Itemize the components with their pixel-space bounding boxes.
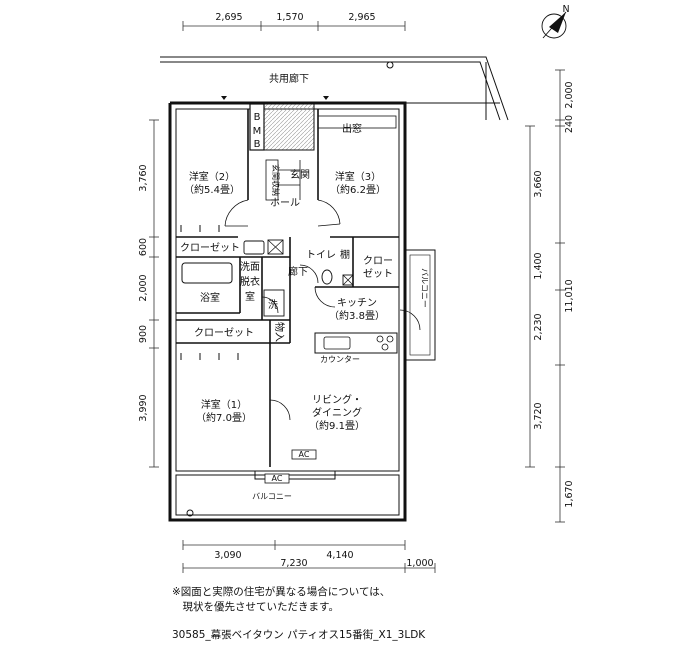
right-dimension-lines <box>525 69 565 523</box>
bmb-letter-2: M <box>253 126 262 137</box>
outer-walls <box>168 101 407 522</box>
kitchen-size: （約3.8畳） <box>329 309 385 322</box>
right-dim-7: 1,670 <box>564 480 575 507</box>
stove-icon <box>376 335 394 351</box>
closet-right-label-2: ゼット <box>363 268 393 280</box>
toilet-label: トイレ <box>306 250 336 261</box>
entrance-label: 玄関 <box>290 168 310 181</box>
western3-size: （約6.2畳） <box>330 183 386 196</box>
right-dim-6: 3,720 <box>533 402 544 429</box>
closet-left-label: クローゼット <box>180 242 240 254</box>
western3-name: 洋室（3） <box>335 170 381 183</box>
western1-name: 洋室（1） <box>201 398 247 411</box>
storage-label: 物入 <box>273 322 286 342</box>
hall-label: ホール <box>270 197 300 209</box>
utility-box-2 <box>342 274 354 286</box>
disclaimer-line-2: 現状を優先させていただきます。 <box>172 601 339 613</box>
door-swings <box>224 199 421 421</box>
living-size: （約9.1畳） <box>309 419 365 432</box>
main-balcony-label: バルコニー <box>252 492 292 501</box>
bathtub <box>181 262 233 284</box>
bottom-dim-extra: 1,000 <box>406 558 433 569</box>
washing-machine <box>263 289 285 317</box>
shelf-label: 棚 <box>340 248 350 261</box>
compass-icon <box>541 11 567 39</box>
bottom-dim-2: 4,140 <box>326 550 353 561</box>
bottom-dim-1: 3,090 <box>214 550 241 561</box>
wash-basin <box>243 240 265 255</box>
top-dimension-line <box>182 21 406 31</box>
footer-caption: 30585_幕張ベイタウン パティオス15番街_X1_3LDK <box>172 629 426 641</box>
western2-name: 洋室（2） <box>189 170 235 183</box>
wash-label: 洗 <box>268 299 278 311</box>
washroom-label-3: 室 <box>245 290 255 303</box>
western1-size: （約7.0畳） <box>196 411 252 424</box>
left-dimension-line <box>149 119 159 468</box>
side-balcony <box>404 249 436 361</box>
top-dim-1: 2,695 <box>215 12 242 23</box>
top-dim-3: 2,965 <box>348 12 375 23</box>
left-dim-5: 3,990 <box>138 394 149 421</box>
bottom-dim-total: 7,230 <box>280 558 307 569</box>
ac-unit-2 <box>264 473 290 484</box>
kitchen-sink <box>323 336 351 350</box>
top-dim-2: 1,570 <box>276 12 303 23</box>
counter-label: カウンター <box>320 355 360 364</box>
ac-label-1: AC <box>299 450 310 459</box>
closet-lower-label: クローゼット <box>194 327 254 339</box>
left-dim-3: 2,000 <box>138 274 149 301</box>
utility-box-1 <box>267 239 284 255</box>
living-label-1: リビング・ <box>312 393 362 406</box>
bmb-box <box>249 103 265 151</box>
entrance-storage-label: 玄関収納 <box>271 164 281 196</box>
pipe-shaft <box>263 103 315 151</box>
bathroom-label: 浴室 <box>200 291 220 304</box>
right-dim-4: 1,400 <box>533 252 544 279</box>
disclaimer-line-1: ※図面と実際の住宅が異なる場合については、 <box>172 586 391 598</box>
washroom-label-2: 脱衣 <box>240 275 260 288</box>
corridor-label: 廊下 <box>288 265 308 278</box>
side-balcony-label: バルコニー <box>420 268 429 308</box>
left-dim-2: 600 <box>138 238 149 256</box>
dashed-markers <box>180 225 239 360</box>
interior-walls <box>176 109 399 467</box>
shared-corridor <box>160 56 509 121</box>
shared-corridor-label: 共用廊下 <box>269 72 309 85</box>
bay-window-label: 出窓 <box>342 122 362 135</box>
right-dim-total: 11,010 <box>564 279 575 312</box>
toilet-bowl <box>321 269 333 285</box>
window-markers <box>221 96 329 100</box>
bmb-letter-3: B <box>254 139 261 150</box>
closet-right-label-1: クロー <box>363 255 393 267</box>
washroom-label-1: 洗面 <box>240 261 260 273</box>
ac-unit-1 <box>291 449 317 460</box>
right-dim-5: 2,230 <box>533 313 544 340</box>
western2-size: （約5.4畳） <box>184 183 240 196</box>
right-dim-2: 240 <box>564 115 575 133</box>
bottom-dimension-lines <box>182 540 436 573</box>
ac-label-2: AC <box>272 474 283 483</box>
compass-north-label: N <box>562 4 569 15</box>
left-dim-4: 900 <box>138 325 149 343</box>
right-dim-3: 3,660 <box>533 170 544 197</box>
bmb-letter-1: B <box>254 112 261 123</box>
entrance-steps <box>265 159 301 201</box>
right-dim-1: 2,000 <box>564 81 575 108</box>
living-label-2: ダイニング <box>312 406 362 419</box>
kitchen-name: キッチン <box>337 297 377 309</box>
kitchen-counter <box>314 332 398 354</box>
left-dim-1: 3,760 <box>138 164 149 191</box>
